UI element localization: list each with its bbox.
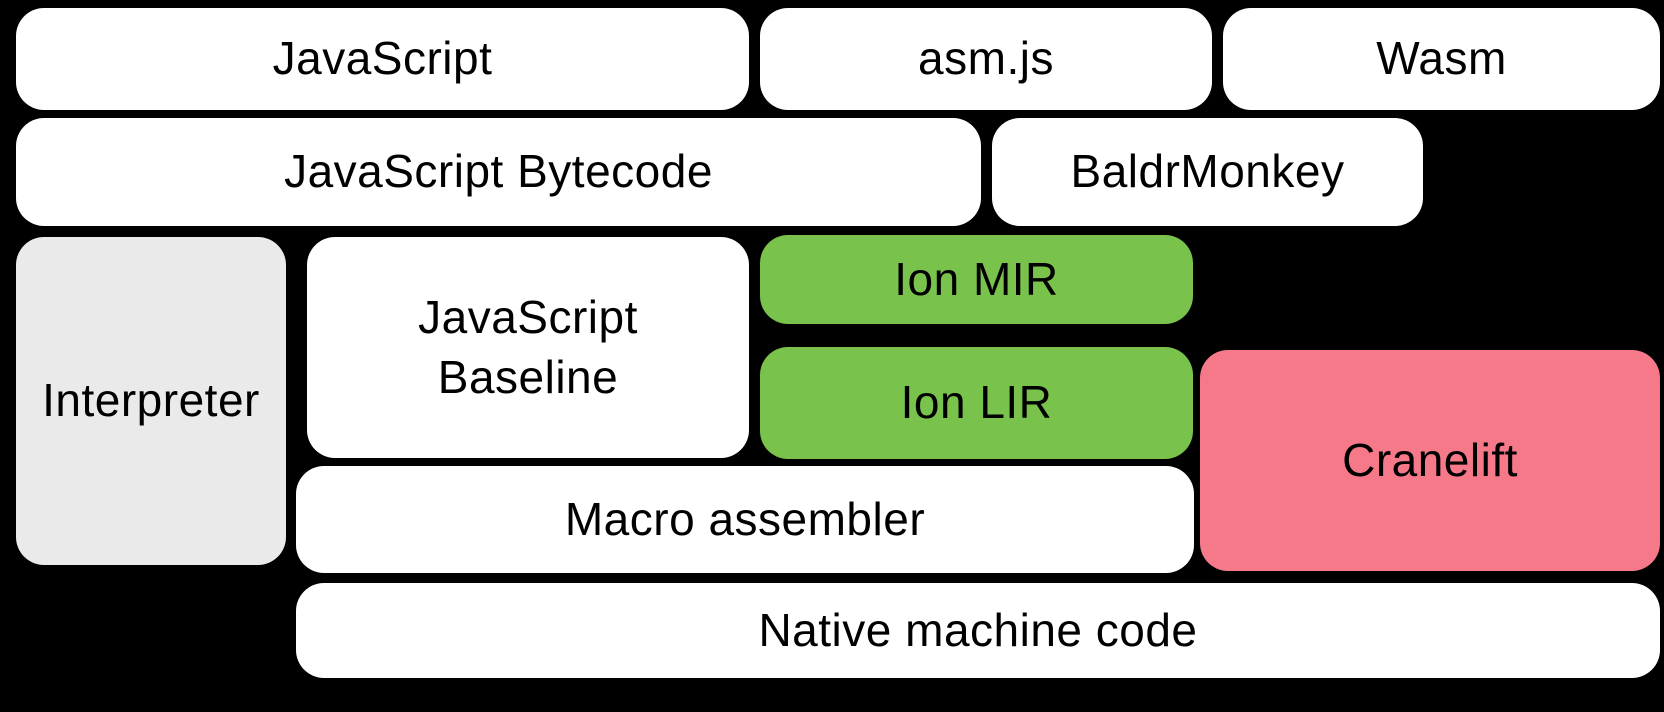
box-javascript-label: JavaScript xyxy=(272,32,493,85)
box-ion-lir-label: Ion LIR xyxy=(900,376,1053,429)
box-javascript-bytecode-label: JavaScript Bytecode xyxy=(284,145,713,198)
box-macro-assembler-label: Macro assembler xyxy=(564,492,926,545)
box-javascript-baseline: JavaScript Baseline xyxy=(307,237,749,458)
box-javascript-baseline-line1: JavaScript xyxy=(418,290,638,343)
box-ion-mir: Ion MIR xyxy=(760,235,1193,324)
box-cranelift-label: Cranelift xyxy=(1342,433,1518,486)
box-cranelift: Cranelift xyxy=(1200,350,1660,571)
box-ion-lir: Ion LIR xyxy=(760,347,1193,459)
box-asm-js: asm.js xyxy=(760,8,1212,110)
box-javascript-bytecode: JavaScript Bytecode xyxy=(16,118,981,226)
box-wasm-label: Wasm xyxy=(1376,32,1507,85)
box-interpreter-label: Interpreter xyxy=(42,374,260,427)
box-wasm: Wasm xyxy=(1223,8,1660,110)
box-asm-js-label: asm.js xyxy=(918,32,1054,85)
box-baldrmonkey: BaldrMonkey xyxy=(992,118,1423,226)
box-macro-assembler: Macro assembler xyxy=(296,466,1194,573)
box-javascript-baseline-line2: Baseline xyxy=(437,350,619,403)
box-interpreter: Interpreter xyxy=(16,237,286,565)
box-baldrmonkey-label: BaldrMonkey xyxy=(1070,145,1345,198)
box-javascript: JavaScript xyxy=(16,8,749,110)
box-native-machine-code: Native machine code xyxy=(296,583,1660,678)
box-native-machine-code-label: Native machine code xyxy=(758,603,1198,656)
box-ion-mir-label: Ion MIR xyxy=(894,252,1059,305)
